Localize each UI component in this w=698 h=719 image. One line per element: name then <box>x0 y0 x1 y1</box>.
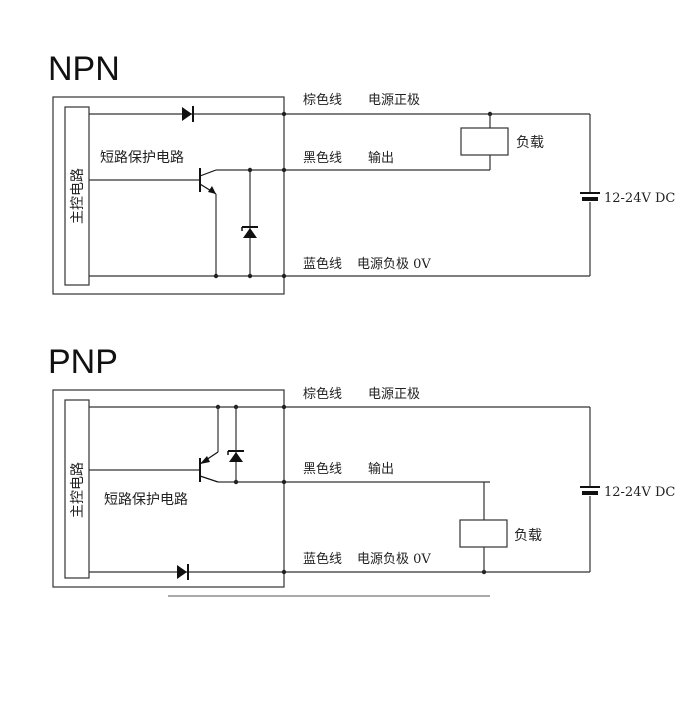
pnp-load-label: 负载 <box>514 528 542 544</box>
pnp-load-box <box>459 519 508 548</box>
pnp-black-wire-role: 输出 <box>368 461 394 477</box>
npn-black-wire-role: 输出 <box>368 150 394 166</box>
npn-junction <box>213 273 219 279</box>
npn-zener-diode-icon <box>241 226 258 238</box>
pnp-junction <box>281 479 287 485</box>
pnp-junction <box>281 569 287 575</box>
pnp-brown-wire-label: 棕色线 <box>303 386 342 402</box>
npn-sensor-housing <box>52 96 285 295</box>
pnp-main-circuit-block <box>64 399 90 579</box>
pnp-protection-label: 短路保护电路 <box>104 492 188 508</box>
pnp-battery-icon <box>580 486 600 495</box>
npn-blue-wire-role: 电源负极 0V <box>357 257 431 272</box>
pnp-supply-label: 12-24V DC <box>604 485 675 500</box>
pnp-title: PNP <box>48 343 118 381</box>
pnp-black-wire-label: 黑色线 <box>303 461 342 477</box>
pnp-blue-wire-label: 蓝色线 <box>303 551 342 567</box>
npn-diode-icon <box>182 106 194 122</box>
pnp-blue-wire-role: 电源负极 0V <box>357 552 431 567</box>
pnp-sensor-housing <box>52 389 285 588</box>
npn-black-wire-label: 黑色线 <box>303 150 342 166</box>
npn-blue-wire-label: 蓝色线 <box>303 256 342 272</box>
npn-main-circuit-label: 主控电路 <box>70 168 86 224</box>
npn-transistor-icon <box>199 168 217 195</box>
npn-junction <box>281 273 287 279</box>
npn-supply-label: 12-24V DC <box>604 191 675 206</box>
npn-brown-wire-label: 棕色线 <box>303 92 342 108</box>
npn-junction <box>281 167 287 173</box>
npn-battery-icon <box>580 192 600 201</box>
pnp-transistor-icon <box>199 451 219 483</box>
pnp-diagram: PNP 主控电路 棕色线 电源正极 短路保护电路 黑色线 <box>48 343 675 597</box>
npn-brown-wire-role: 电源正极 <box>368 93 420 108</box>
npn-junction <box>247 167 253 173</box>
pnp-diode-icon <box>177 564 189 580</box>
npn-load-label: 负载 <box>516 135 544 151</box>
pnp-brown-wire-role: 电源正极 <box>368 387 420 402</box>
npn-title: NPN <box>48 50 120 88</box>
npn-junction <box>281 111 287 117</box>
npn-load-box <box>460 127 509 156</box>
npn-junction <box>247 273 253 279</box>
pnp-junction <box>233 479 239 485</box>
npn-diagram: NPN 主控电路 棕色线 电源正极 短路保护电路 <box>48 50 675 295</box>
npn-protection-label: 短路保护电路 <box>100 150 184 166</box>
pnp-junction <box>281 404 287 410</box>
pnp-main-circuit-label: 主控电路 <box>70 462 86 518</box>
pnp-zener-diode-icon <box>227 450 244 462</box>
npn-main-circuit-block <box>64 106 90 286</box>
